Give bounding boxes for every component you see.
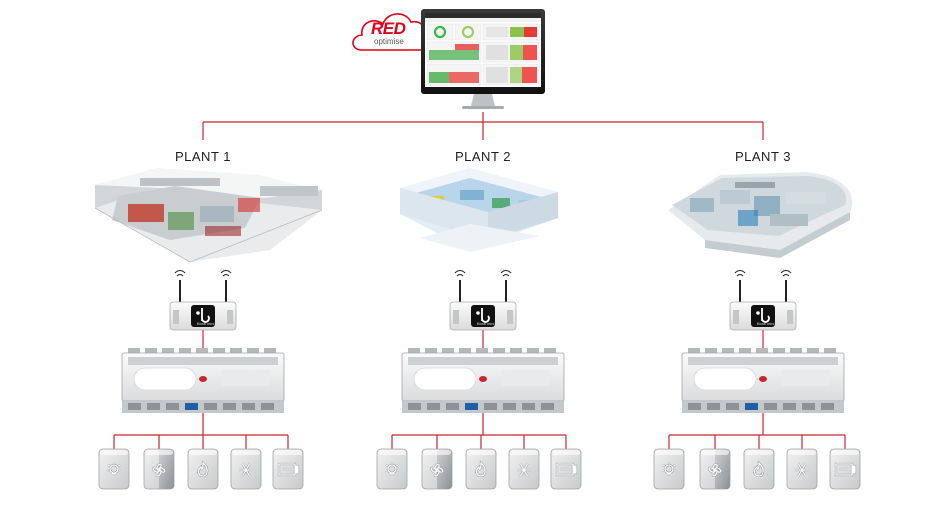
field-device (700, 449, 730, 489)
controllers (122, 348, 844, 413)
logo-product-text: optimise (374, 37, 404, 46)
wifi-antenna-icon (781, 271, 791, 305)
field-device (273, 449, 303, 489)
plant-3-building (668, 172, 852, 258)
field-device (422, 449, 452, 489)
plant-1-building (95, 168, 322, 262)
gateway-1-label: Boss mini (197, 321, 214, 326)
controller-1 (122, 348, 284, 413)
plant-3-title: PLANT 3 (703, 149, 823, 164)
field-device (231, 449, 261, 489)
field-device (509, 449, 539, 489)
gateway-3-label: Boss mini (757, 321, 774, 326)
wifi-antenna-icon (221, 271, 231, 305)
monitor (421, 9, 545, 109)
field-device (551, 449, 581, 489)
field-device (830, 449, 860, 489)
wifi-antenna-icon (735, 271, 745, 305)
logo-brand-text: RED (371, 19, 405, 39)
field-device (744, 449, 774, 489)
field-device (144, 449, 174, 489)
wifi-antenna-icon (455, 271, 465, 305)
plant-1-title: PLANT 1 (143, 149, 263, 164)
controller-3 (682, 348, 844, 413)
field-device (466, 449, 496, 489)
field-device (787, 449, 817, 489)
field-device (99, 449, 129, 489)
controller-2 (402, 348, 564, 413)
wifi-antenna-icon (501, 271, 511, 305)
plant-2-title: PLANT 2 (423, 149, 543, 164)
gateway-2-label: Boss mini (477, 321, 494, 326)
field-device (654, 449, 684, 489)
field-device (188, 449, 218, 489)
wifi-antenna-icon (175, 271, 185, 305)
field-device (377, 449, 407, 489)
plant-2-building (400, 168, 558, 252)
field-devices (99, 449, 860, 489)
